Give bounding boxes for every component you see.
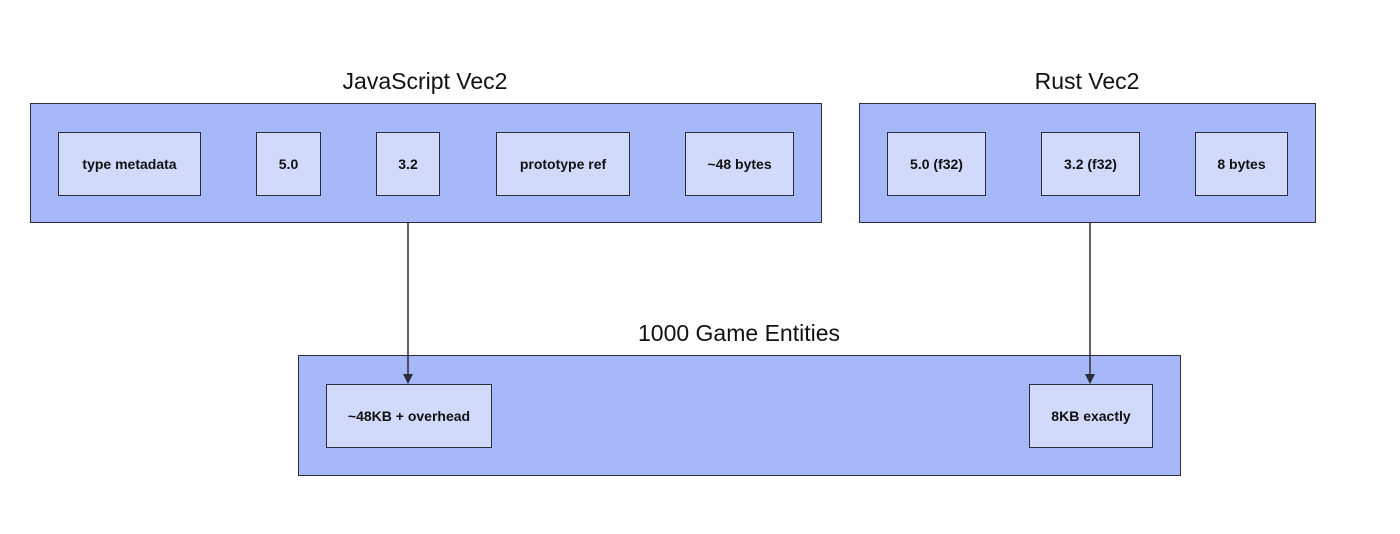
rust-vec2-title: Rust Vec2 xyxy=(1034,68,1140,94)
js-cell-prototype-ref: prototype ref xyxy=(496,132,630,196)
rust-cell-size: 8 bytes xyxy=(1195,132,1288,196)
js-cell-type-metadata: type metadata xyxy=(58,132,201,196)
entities-cell-js-total: ~48KB + overhead xyxy=(326,384,492,448)
rust-vec2-container: 5.0 (f32) 3.2 (f32) 8 bytes xyxy=(859,103,1316,223)
entities-title: 1000 Game Entities xyxy=(637,320,840,346)
entities-container: ~48KB + overhead 8KB exactly xyxy=(298,355,1181,476)
entities-cell-rust-total: 8KB exactly xyxy=(1029,384,1153,448)
js-vec2-title: JavaScript Vec2 xyxy=(342,68,508,94)
js-vec2-container: type metadata 5.0 3.2 prototype ref ~48 … xyxy=(30,103,822,223)
js-cell-x-value: 5.0 xyxy=(256,132,321,196)
rust-cell-y-value: 3.2 (f32) xyxy=(1041,132,1140,196)
rust-cell-x-value: 5.0 (f32) xyxy=(887,132,986,196)
js-cell-size: ~48 bytes xyxy=(685,132,794,196)
js-cell-y-value: 3.2 xyxy=(376,132,440,196)
